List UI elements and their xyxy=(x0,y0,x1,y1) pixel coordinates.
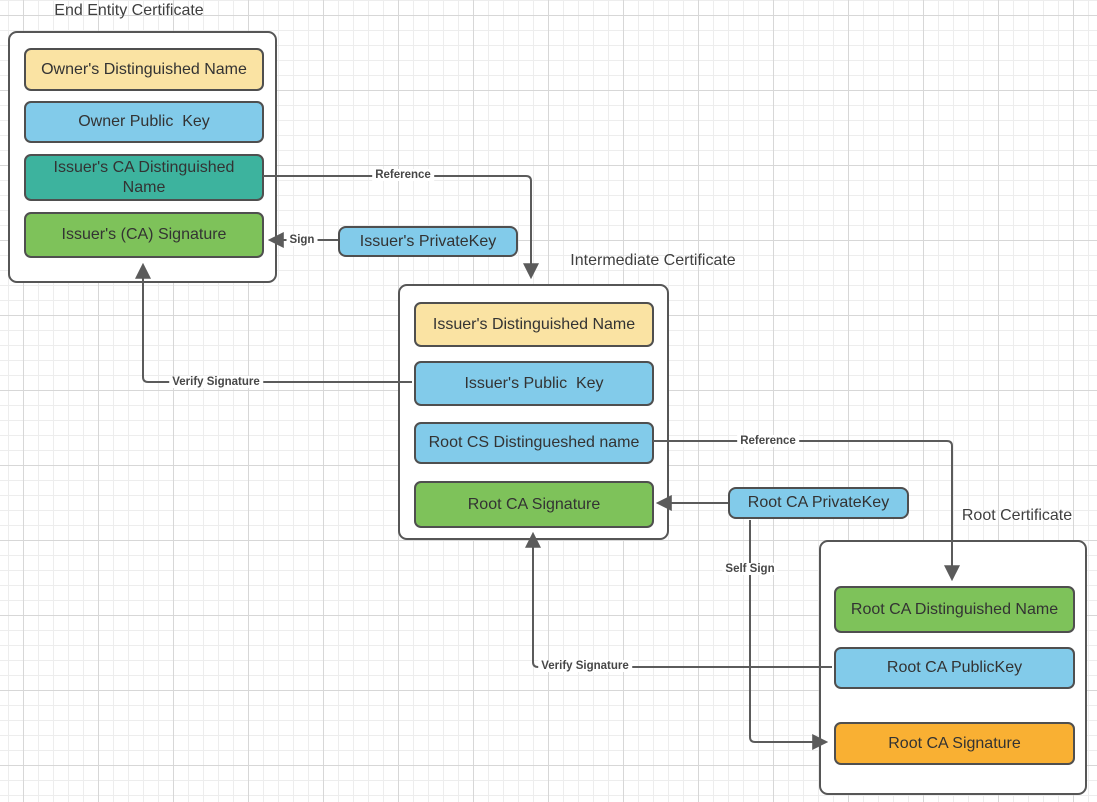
end-entity-certificate-title: End Entity Certificate xyxy=(54,2,204,19)
node-root-ca-signature-root: Root CA Signature xyxy=(834,722,1075,765)
node-label: Root CA PrivateKey xyxy=(747,494,890,512)
node-label: Root CS Distingueshed name xyxy=(428,434,640,452)
node-issuers-ca-distinguished-name: Issuer's CA Distinguished Name xyxy=(24,154,264,201)
node-label: Issuer's Public Key xyxy=(464,374,604,392)
node-label: Issuer's PrivateKey xyxy=(359,232,497,250)
node-owner-public-key: Owner Public Key xyxy=(24,101,264,143)
edge-self-sign xyxy=(749,520,829,750)
node-label: Owner Public Key xyxy=(78,113,210,131)
edge-label-verify-signature-1: Verify Signature xyxy=(169,376,263,388)
intermediate-certificate-title: Intermediate Certificate xyxy=(570,252,736,269)
node-issuers-public-key: Issuer's Public Key xyxy=(414,361,654,406)
node-label: Root CA Distinguished Name xyxy=(850,600,1059,618)
node-label: Root CA PublicKey xyxy=(886,659,1023,677)
edge-label-reference-1: Reference xyxy=(372,169,434,181)
root-certificate-title: Root Certificate xyxy=(961,507,1073,524)
edge-label-sign: Sign xyxy=(286,234,318,246)
node-root-ca-publickey: Root CA PublicKey xyxy=(834,647,1075,689)
node-label: Issuer's Distinguished Name xyxy=(432,315,636,333)
end-entity-certificate-container: Owner's Distinguished Name Owner Public … xyxy=(8,31,277,283)
node-root-ca-distinguished-name: Root CA Distinguished Name xyxy=(834,586,1075,633)
node-root-ca-privatekey: Root CA PrivateKey xyxy=(728,487,909,519)
node-label: Issuer's CA Distinguished Name xyxy=(53,159,239,196)
node-root-ca-signature-intermediate: Root CA Signature xyxy=(414,481,654,528)
node-label: Root CA Signature xyxy=(888,734,1021,752)
node-owners-distinguished-name: Owner's Distinguished Name xyxy=(24,48,264,91)
root-certificate-container: Root CA Distinguished Name Root CA Publi… xyxy=(819,540,1087,795)
node-root-cs-distingueshed-name: Root CS Distingueshed name xyxy=(414,422,654,464)
edge-label-verify-signature-2: Verify Signature xyxy=(538,660,632,672)
edge-label-reference-2: Reference xyxy=(737,435,799,447)
node-issuers-distinguished-name: Issuer's Distinguished Name xyxy=(414,302,654,347)
edge-verify-signature-end-entity xyxy=(135,262,412,383)
node-label: Root CA Signature xyxy=(467,495,601,513)
node-issuers-ca-signature: Issuer's (CA) Signature xyxy=(24,212,264,258)
edge-label-self-sign: Self Sign xyxy=(722,563,778,575)
node-label: Issuer's (CA) Signature xyxy=(61,226,227,244)
node-label: Owner's Distinguished Name xyxy=(41,60,247,78)
intermediate-certificate-container: Issuer's Distinguished Name Issuer's Pub… xyxy=(398,284,669,540)
edge-verify-signature-root xyxy=(525,531,832,668)
node-issuers-privatekey: Issuer's PrivateKey xyxy=(338,226,518,257)
